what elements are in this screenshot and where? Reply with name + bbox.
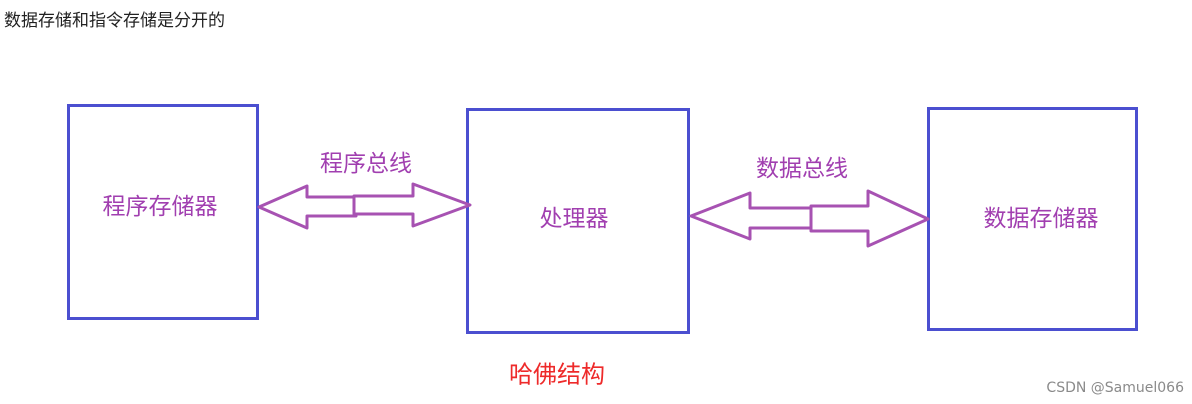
program-memory-label: 程序存储器 <box>102 194 218 220</box>
data-bus-arrow <box>689 189 930 248</box>
program-bus-arrow <box>257 182 472 230</box>
caption-text: 数据存储和指令存储是分开的 <box>4 11 225 31</box>
processor-label: 处理器 <box>539 206 609 232</box>
architecture-title: 哈佛结构 <box>509 360 605 389</box>
processor-box <box>466 108 690 334</box>
csdn-watermark: CSDN @Samuel066 <box>1046 380 1184 396</box>
program-bus-label: 程序总线 <box>320 151 412 177</box>
program-memory-box <box>67 104 259 320</box>
data-bus-label: 数据总线 <box>756 156 848 182</box>
data-memory-box <box>927 107 1138 331</box>
data-memory-label: 数据存储器 <box>983 206 1099 232</box>
